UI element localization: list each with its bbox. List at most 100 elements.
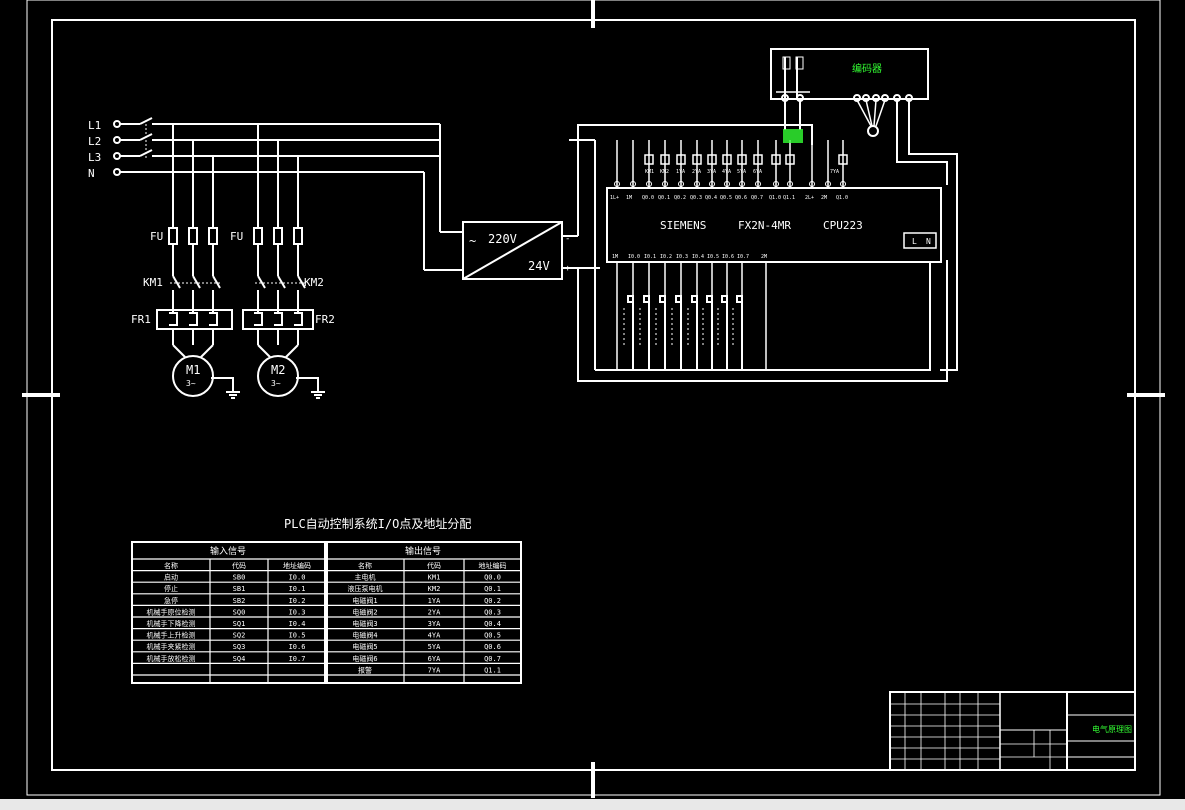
input-switch-symbol — [627, 295, 634, 303]
plc-bottom-terminal-label: I0.3 — [676, 254, 688, 260]
plc-top-terminal-label: Q0.7 — [751, 195, 763, 201]
output-coil — [838, 154, 848, 165]
input-cell: 机械手上升检测 — [147, 631, 196, 640]
centering-marks — [22, 0, 1165, 798]
motor-sub-m1: 3~ — [186, 379, 196, 388]
input-switch-symbol — [706, 295, 713, 303]
input-cell: SQ0 — [233, 608, 246, 616]
plc-top-terminal-label: Q0.2 — [674, 195, 686, 201]
plc-top-terminal-dot — [825, 181, 831, 187]
output-cell: 2YA — [428, 608, 441, 616]
output-coil — [753, 154, 763, 165]
fuse-label-1: FU — [150, 230, 163, 243]
input-cell: I0.6 — [289, 643, 306, 651]
input-cell: 机械手放松检测 — [147, 654, 196, 663]
coil-label: 1YA — [676, 169, 685, 175]
power-supply — [423, 124, 600, 280]
motor-label-m1: M1 — [186, 363, 200, 377]
plc-top-terminal-dot — [724, 181, 730, 187]
output-coil — [692, 154, 702, 165]
input-cell: I0.7 — [289, 655, 306, 663]
plc-top-terminal-label: Q0.1 — [658, 195, 670, 201]
coil-label: 6YA — [753, 169, 762, 175]
output-coil — [660, 154, 670, 165]
plc-top-terminal-dot — [662, 181, 668, 187]
plc-bottom-terminal-label: I0.7 — [737, 254, 749, 260]
output-cell: 电磁阀4 — [352, 631, 377, 640]
plc-body — [606, 187, 942, 263]
input-cell: SQ4 — [233, 655, 246, 663]
plc-cpu: CPU223 — [823, 219, 863, 232]
input-switch-symbol — [691, 295, 698, 303]
coil-label: KM2 — [660, 169, 669, 175]
psu-input: 220V — [488, 232, 517, 246]
output-col-header: 名称 — [358, 561, 372, 570]
plc-power-n: N — [926, 237, 931, 246]
input-switch-symbol — [643, 295, 650, 303]
plc-bottom-terminal-label: I0.6 — [722, 254, 734, 260]
line-label-l2: L2 — [88, 135, 101, 148]
input-cell: I0.2 — [289, 597, 306, 605]
output-cell: 7YA — [428, 666, 441, 674]
output-cell: 电磁阀1 — [352, 596, 377, 605]
contactor-label-km1: KM1 — [143, 276, 163, 289]
coil-label: 2YA — [692, 169, 701, 175]
output-cell: 6YA — [428, 655, 441, 663]
output-coil — [785, 154, 795, 165]
input-header: 输入信号 — [210, 545, 246, 557]
plc-bottom-terminal-label: 1M — [612, 254, 618, 260]
output-cell: 电磁阀5 — [352, 642, 377, 651]
psu-output: 24V — [528, 259, 550, 273]
plc-top-terminal-label: Q0.3 — [690, 195, 702, 201]
input-cell: 机械手下降检测 — [147, 619, 196, 628]
input-cell: I0.0 — [289, 574, 306, 582]
plc-top-terminal-dot — [809, 181, 815, 187]
output-cell: Q0.3 — [484, 608, 501, 616]
plc-bottom-terminal-label: I0.5 — [707, 254, 719, 260]
input-cell: I0.4 — [289, 620, 306, 628]
fuse-label-2: FU — [230, 230, 243, 243]
output-cell: 液压泵电机 — [348, 584, 383, 593]
plc-bottom-terminal-label: I0.1 — [644, 254, 656, 260]
input-switches — [623, 295, 743, 370]
output-cell: 3YA — [428, 620, 441, 628]
plc-bottom-terminal-label: I0.2 — [660, 254, 672, 260]
plc-top-terminal-dot — [773, 181, 779, 187]
plc-power-terminal — [903, 232, 937, 249]
output-cell: 报警 — [358, 665, 372, 674]
plc-top-terminal-dot — [646, 181, 652, 187]
encoder-label: 编码器 — [852, 62, 882, 75]
output-cell: 5YA — [428, 643, 441, 651]
input-cell: SQ1 — [233, 620, 246, 628]
relay-label-fr2: FR2 — [315, 313, 335, 326]
line-label-l3: L3 — [88, 151, 101, 164]
input-cell: I0.3 — [289, 608, 306, 616]
output-cell: KM2 — [428, 585, 441, 593]
coil-label: 4YA — [722, 169, 731, 175]
input-cell: SQ2 — [233, 632, 246, 640]
power-supply-labels: ~ 220V 24V - + — [469, 232, 571, 274]
plc-top-terminal-label: Q0.4 — [705, 195, 717, 201]
output-cell: 1YA — [428, 597, 441, 605]
output-cell: Q0.1 — [484, 585, 501, 593]
input-col-header: 代码 — [232, 561, 246, 570]
output-cell: Q0.2 — [484, 597, 501, 605]
relay-label-fr1: FR1 — [131, 313, 151, 326]
plc-top-terminal-label: 1L+ — [610, 195, 619, 201]
drawing-name: 电气原理图 — [1092, 724, 1132, 734]
output-cell: Q0.7 — [484, 655, 501, 663]
input-switch-symbol — [721, 295, 728, 303]
plc-bottom-terminal-label: 2M — [761, 254, 767, 260]
plc-brand: SIEMENS — [660, 219, 706, 232]
output-cell: Q0.0 — [484, 574, 501, 582]
plc-top-terminal-dot — [755, 181, 761, 187]
coil-label: KM1 — [645, 169, 654, 175]
input-cell: 急停 — [164, 596, 178, 605]
psu-tilde: ~ — [469, 234, 476, 248]
plc-top-terminal-dot — [709, 181, 715, 187]
output-coil — [707, 154, 717, 165]
plc-top-terminal-dot — [694, 181, 700, 187]
plc-top-terminal-dot — [787, 181, 793, 187]
